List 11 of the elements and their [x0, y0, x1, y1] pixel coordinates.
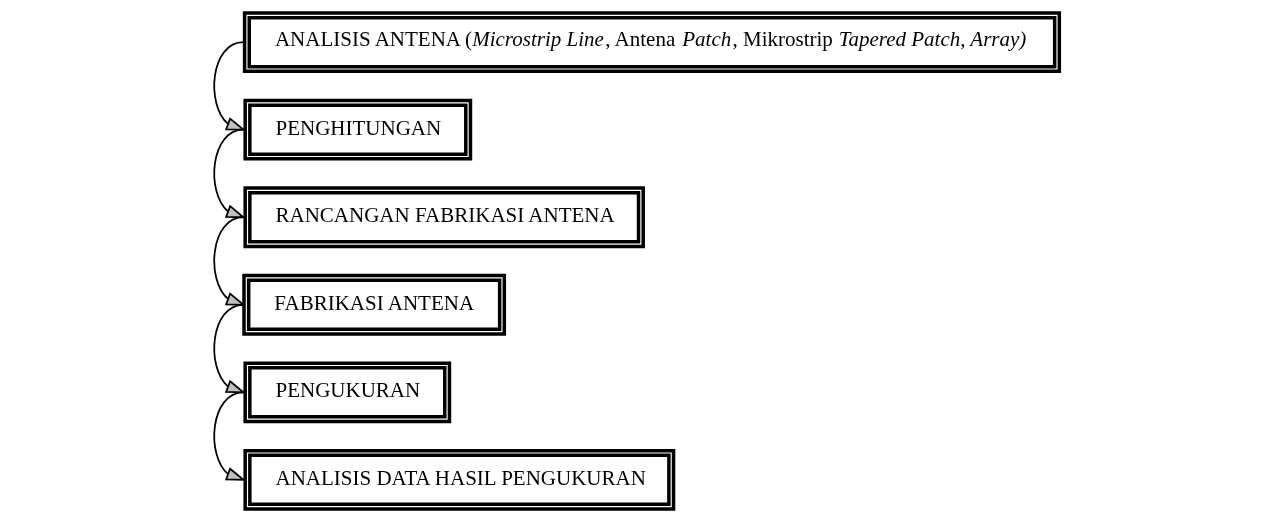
node-box: PENGHITUNGAN: [242, 98, 472, 161]
arrow: [212, 128, 246, 219]
node-box: ANALISIS DATA HASIL PENGUKURAN: [242, 448, 675, 511]
node-box: ANALISIS ANTENA (Microstrip Line, Antena Patch, Mikrostrip Tapered Patch, Array): [242, 11, 1061, 74]
node-box: PENGUKURAN: [242, 361, 451, 424]
node-box: RANCANGAN FABRIKASI ANTENA: [242, 186, 645, 249]
arrow: [212, 391, 246, 481]
arrow: [212, 303, 246, 394]
arrow: [212, 41, 246, 131]
node-box: FABRIKASI ANTENA: [241, 273, 506, 336]
arrow: [212, 216, 246, 306]
